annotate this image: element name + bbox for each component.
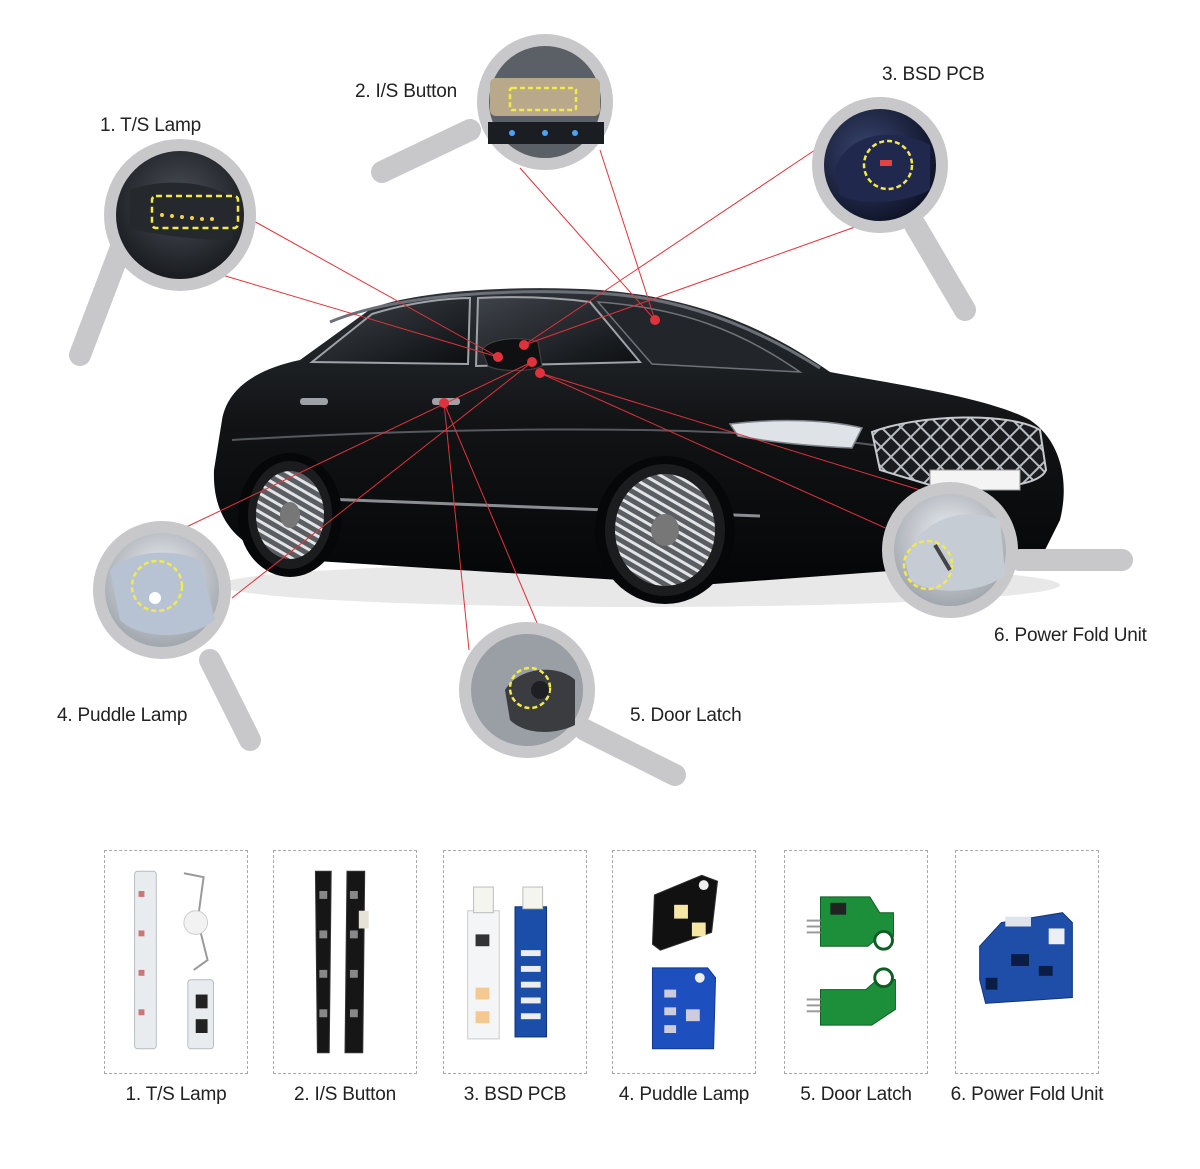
windshield	[596, 301, 803, 373]
product-card-door-latch[interactable]	[784, 850, 928, 1074]
front-wheel	[605, 464, 725, 596]
magnifier-door-latch[interactable]	[459, 622, 686, 786]
headlight	[728, 419, 864, 449]
product-card-power-fold-unit[interactable]	[955, 850, 1099, 1074]
callout-label-puddle-lamp: 4. Puddle Lamp	[57, 705, 188, 726]
puddle-lamp-pcb-icon	[651, 874, 719, 1050]
is-button-pcb-icon	[314, 870, 369, 1054]
product-cards: 1. T/S Lamp 2. I/S Button	[0, 850, 1200, 1150]
diagram-canvas	[69, 34, 1133, 786]
callout-label-door-latch: 5. Door Latch	[630, 705, 742, 726]
hotspot-ts-lamp[interactable]	[493, 352, 503, 362]
door-latch-pcb-icon	[806, 896, 896, 1026]
callout-label-ts-lamp: 1. T/S Lamp	[100, 115, 201, 136]
hotspot-power-fold[interactable]	[535, 368, 545, 378]
callout-label-is-button: 2. I/S Button	[355, 81, 457, 102]
product-card-puddle-lamp[interactable]	[612, 850, 756, 1074]
magnifier-power-fold-unit[interactable]	[882, 482, 1133, 618]
car-illustration	[213, 288, 1064, 607]
hotspot-dots	[439, 315, 660, 408]
product-label-is-button: 2. I/S Button	[294, 1084, 396, 1105]
product-label-puddle-lamp: 4. Puddle Lamp	[618, 1084, 750, 1105]
product-label-power-fold-unit: 6. Power Fold Unit	[950, 1084, 1104, 1105]
magnifier-puddle-lamp[interactable]	[93, 521, 261, 751]
product-label-door-latch: 5. Door Latch	[800, 1084, 912, 1105]
car-feature-diagram: 1. T/S Lamp 2. I/S Button 3. BSD PCB 4. …	[57, 34, 1147, 786]
product-card-bsd-pcb[interactable]	[443, 850, 587, 1074]
hotspot-puddle-lamp[interactable]	[527, 357, 537, 367]
callout-label-bsd-pcb: 3. BSD PCB	[882, 64, 985, 85]
product-card-ts-lamp[interactable]	[104, 850, 248, 1074]
magnifier-is-button[interactable]	[371, 34, 613, 183]
callout-label-power-fold-unit: 6. Power Fold Unit	[994, 625, 1147, 646]
rear-window	[309, 296, 472, 366]
magnifier-ts-lamp[interactable]	[69, 139, 256, 366]
rear-door-handle	[300, 398, 328, 405]
product-label-ts-lamp: 1. T/S Lamp	[125, 1084, 227, 1105]
hotspot-bsd-pcb[interactable]	[519, 340, 529, 350]
magnifier-bsd-pcb[interactable]	[812, 97, 976, 321]
power-fold-pcb-icon	[979, 912, 1073, 1004]
bsd-pcb-icon	[467, 886, 548, 1040]
hotspot-is-button[interactable]	[650, 315, 660, 325]
product-card-is-button[interactable]	[273, 850, 417, 1074]
leader-lines	[179, 149, 921, 651]
ts-lamp-pcb-icon	[134, 870, 214, 1050]
hotspot-door-latch[interactable]	[439, 398, 449, 408]
product-label-bsd-pcb: 3. BSD PCB	[463, 1084, 567, 1105]
